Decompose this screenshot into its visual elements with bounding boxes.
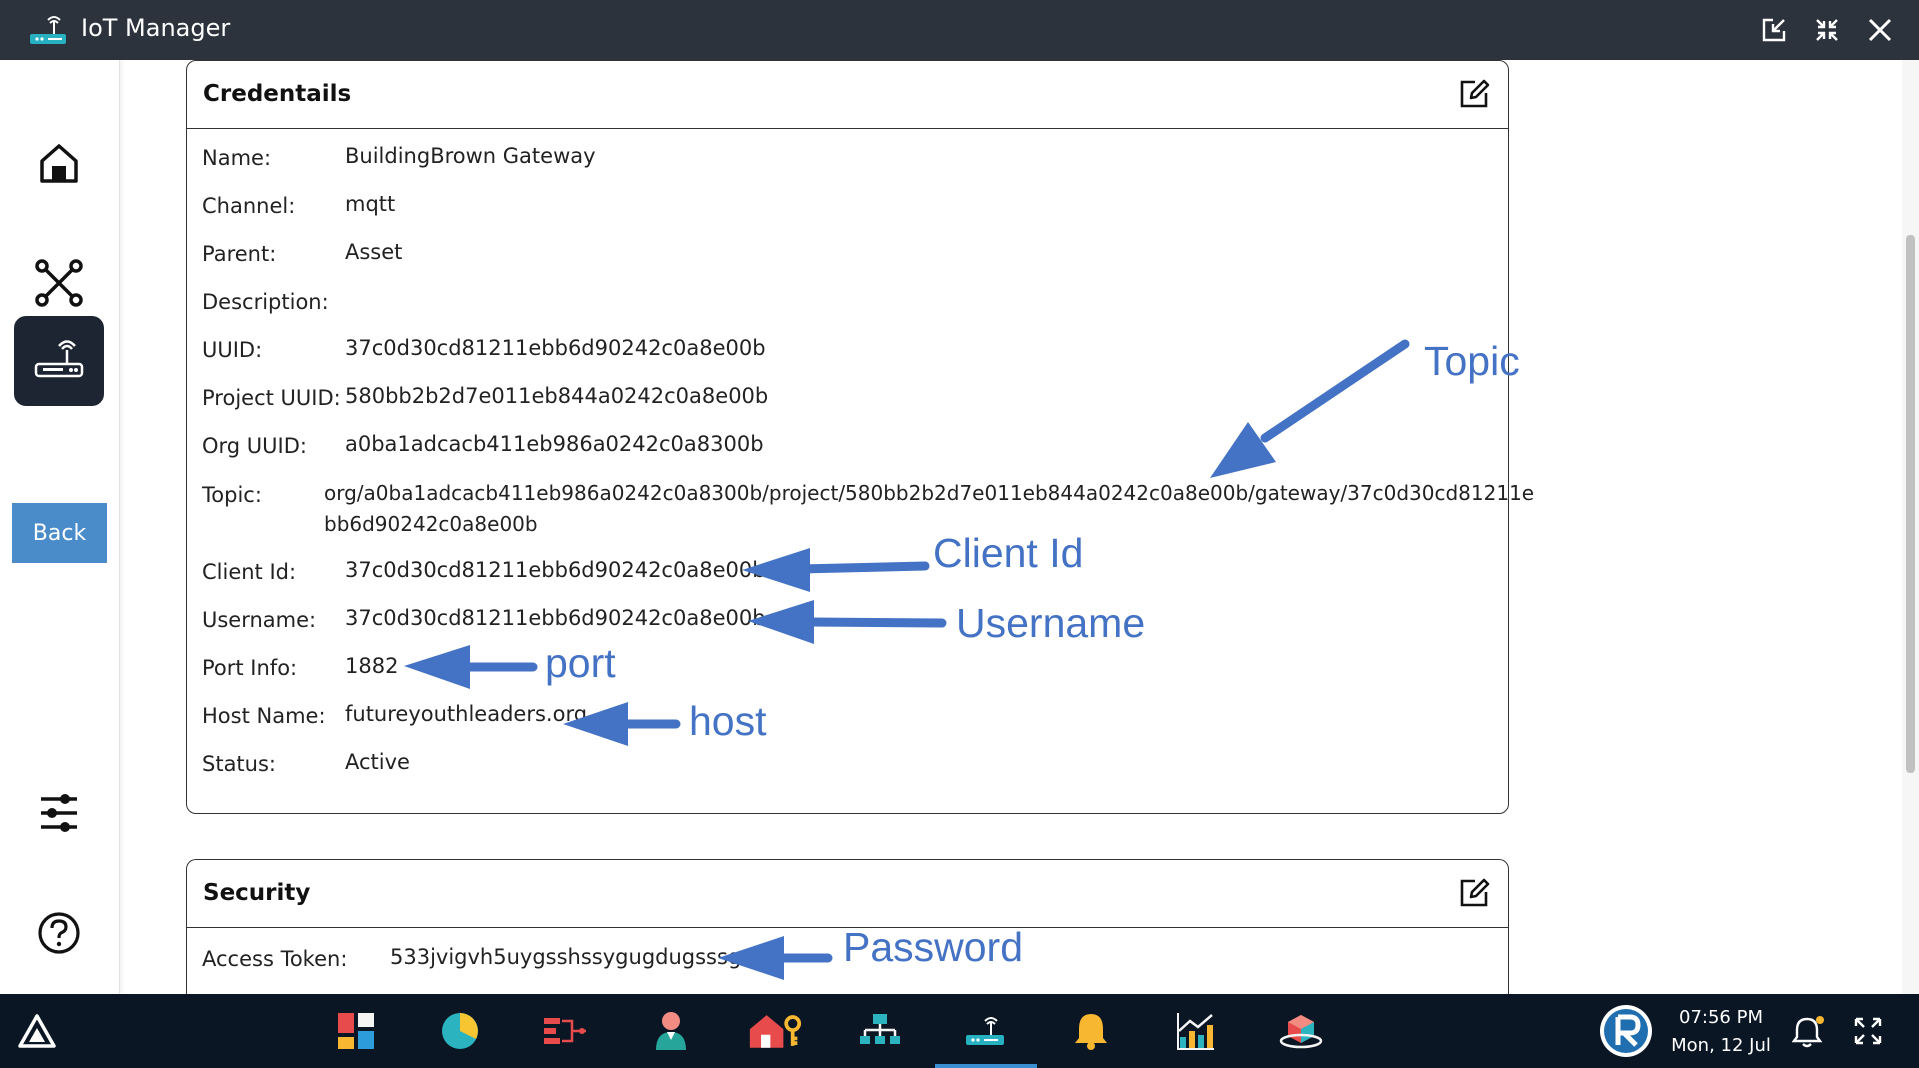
field-value: 1882 xyxy=(345,654,399,678)
port-arrow xyxy=(404,645,538,689)
credentials-title: Credentails xyxy=(203,81,352,107)
clock-time: 07:56 PM xyxy=(1679,1007,1763,1028)
client-id-arrow xyxy=(742,548,930,592)
collapse-icon[interactable] xyxy=(1811,14,1843,46)
reports-chart-icon[interactable] xyxy=(1169,1004,1223,1058)
field-label: Host Name: xyxy=(202,704,326,728)
credentials-header: Credentails xyxy=(187,61,1508,129)
home-icon xyxy=(37,141,81,189)
taskbar: 07:56 PM Mon, 12 Jul xyxy=(0,994,1919,1068)
minimize-window-icon[interactable] xyxy=(1758,14,1790,46)
help-icon xyxy=(37,911,81,959)
field-value: org/a0ba1adcacb411eb986a0242c0a8300b/pro… xyxy=(324,481,1535,505)
field-value: mqtt xyxy=(345,192,396,216)
3d-model-app-icon[interactable] xyxy=(1274,1004,1328,1058)
dashboard-app-icon[interactable] xyxy=(329,1004,383,1058)
user-app-icon[interactable] xyxy=(644,1004,698,1058)
field-label: Parent: xyxy=(202,242,277,266)
analytics-pie-icon[interactable] xyxy=(433,1004,487,1058)
iot-manager-app-icon[interactable] xyxy=(958,1004,1012,1058)
fullscreen-icon[interactable] xyxy=(1841,1004,1895,1058)
field-label: UUID: xyxy=(202,338,263,362)
username-arrow xyxy=(748,600,947,644)
app-title: IoT Manager xyxy=(81,14,231,42)
field-label: Access Token: xyxy=(202,947,348,971)
hierarchy-app-icon[interactable] xyxy=(853,1004,907,1058)
field-value: Asset xyxy=(345,240,403,264)
annotation-topic: Topic xyxy=(1424,338,1520,384)
field-value-continued: bb6d90242c0a8e00b xyxy=(324,512,538,536)
clock-date: Mon, 12 Jul xyxy=(1671,1035,1771,1056)
sidebar: Back xyxy=(0,60,120,994)
sidebar-item-help[interactable] xyxy=(14,890,104,980)
field-label: Name: xyxy=(202,146,272,170)
sidebar-item-iot-manager[interactable] xyxy=(14,316,104,406)
annotation-host: host xyxy=(689,698,767,744)
router-icon xyxy=(33,338,85,384)
sidebar-item-settings[interactable] xyxy=(14,770,104,860)
active-app-indicator xyxy=(935,1064,1037,1068)
field-value: 580bb2b2d7e011eb844a0242c0a8e00b xyxy=(345,384,769,408)
field-value: 37c0d30cd81211ebb6d90242c0a8e00b xyxy=(345,606,766,630)
back-button[interactable]: Back xyxy=(12,503,107,563)
title-bar: IoT Manager xyxy=(0,0,1919,60)
annotation-password: Password xyxy=(843,924,1024,970)
start-logo-icon[interactable] xyxy=(10,1004,64,1058)
sidebar-item-home[interactable] xyxy=(14,120,104,210)
annotation-client-id: Client Id xyxy=(933,530,1084,576)
profile-avatar-icon[interactable] xyxy=(1597,1002,1655,1060)
edit-icon[interactable] xyxy=(1458,877,1490,909)
field-label: Port Info: xyxy=(202,656,298,680)
notification-bell-icon[interactable] xyxy=(1782,1004,1836,1058)
field-label: Org UUID: xyxy=(202,434,307,458)
password-arrow xyxy=(718,936,833,980)
field-value: 533jvigvh5uygsshssygugdugsssgvb xyxy=(390,945,768,969)
scrollbar-thumb[interactable] xyxy=(1906,235,1915,773)
field-value: 37c0d30cd81211ebb6d90242c0a8e00b xyxy=(345,558,766,582)
security-card: Security xyxy=(186,859,1509,999)
topic-arrow xyxy=(1210,339,1410,478)
clock: 07:56 PM Mon, 12 Jul xyxy=(1666,1004,1776,1060)
credentials-card: Credentails xyxy=(186,60,1509,814)
scrollbar[interactable] xyxy=(1902,60,1919,994)
field-value: futureyouthleaders.org xyxy=(345,702,588,726)
field-label: Topic: xyxy=(202,483,262,507)
field-label: Description: xyxy=(202,290,329,314)
field-label: Status: xyxy=(202,752,276,776)
alarm-bell-app-icon[interactable] xyxy=(1064,1004,1118,1058)
network-icon xyxy=(34,258,84,312)
sidebar-item-network[interactable] xyxy=(14,240,104,330)
field-value: 37c0d30cd81211ebb6d90242c0a8e00b xyxy=(345,336,766,360)
security-header: Security xyxy=(187,860,1508,928)
edit-icon[interactable] xyxy=(1458,78,1490,110)
home-access-icon[interactable] xyxy=(748,1004,802,1058)
field-value: a0ba1adcacb411eb986a0242c0a8300b xyxy=(345,432,764,456)
flow-app-icon[interactable] xyxy=(538,1004,592,1058)
security-title: Security xyxy=(203,880,311,906)
field-label: Project UUID: xyxy=(202,386,341,410)
field-value: Active xyxy=(345,750,410,774)
field-label: Username: xyxy=(202,608,317,632)
annotation-username: Username xyxy=(956,600,1146,646)
field-label: Client Id: xyxy=(202,560,297,584)
field-label: Channel: xyxy=(202,194,296,218)
router-icon xyxy=(28,14,68,46)
host-arrow xyxy=(563,702,681,746)
field-value: BuildingBrown Gateway xyxy=(345,144,596,168)
sliders-icon xyxy=(38,792,80,838)
close-icon[interactable] xyxy=(1864,14,1896,46)
annotation-port: port xyxy=(545,640,616,686)
